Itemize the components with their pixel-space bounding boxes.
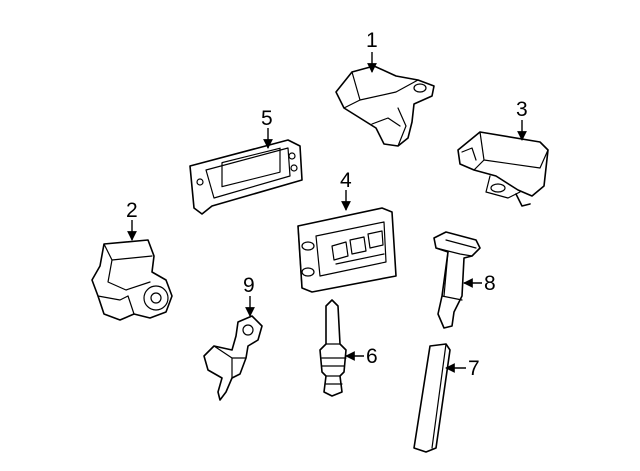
- callout-6: 6: [366, 345, 378, 368]
- callout-1: 1: [366, 29, 378, 52]
- part-4-engine-control-module[interactable]: [297, 207, 397, 293]
- part-8-ignition-coil[interactable]: [433, 231, 481, 329]
- part-7-cover[interactable]: [413, 343, 451, 453]
- part-6-spark-plug[interactable]: [319, 299, 347, 397]
- part-9-sensor[interactable]: [203, 315, 263, 401]
- callout-5: 5: [261, 107, 273, 130]
- part-3-map-sensor[interactable]: [457, 131, 549, 207]
- part-1-camshaft-sensor[interactable]: [335, 65, 435, 147]
- callout-7: 7: [468, 357, 480, 380]
- part-5-bracket[interactable]: [189, 139, 303, 215]
- callout-9: 9: [243, 274, 255, 297]
- callout-3: 3: [516, 98, 528, 121]
- callout-2: 2: [126, 199, 138, 222]
- callout-4: 4: [340, 169, 352, 192]
- part-2-crankshaft-sensor[interactable]: [91, 239, 173, 321]
- callout-8: 8: [484, 272, 496, 295]
